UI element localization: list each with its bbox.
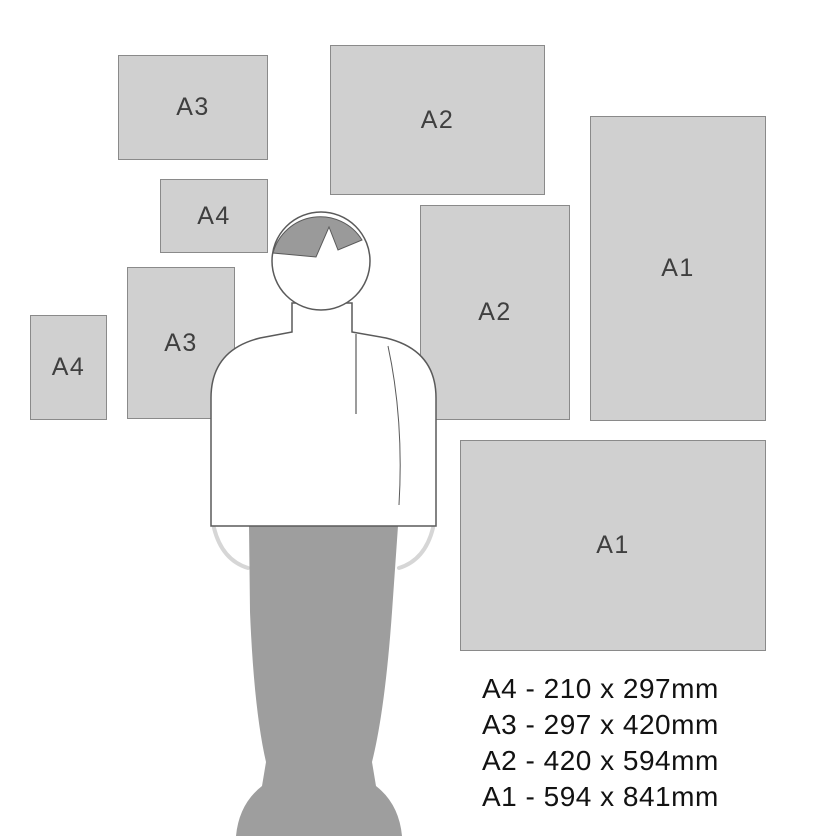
person-torso bbox=[210, 302, 437, 527]
legend-item: A3 - 297 x 420mm bbox=[482, 709, 719, 740]
legend-item: A2 - 420 x 594mm bbox=[482, 745, 719, 776]
paper-a2-portrait: A2 bbox=[420, 205, 570, 420]
person-skirt bbox=[236, 526, 402, 836]
legend: A4 - 210 x 297mm A3 - 297 x 420mm A2 - 420… bbox=[482, 671, 719, 815]
paper-a1-landscape: A1 bbox=[460, 440, 766, 651]
paper-label: A2 bbox=[478, 298, 512, 326]
paper-a2-landscape: A2 bbox=[330, 45, 545, 195]
person-head bbox=[271, 211, 371, 311]
paper-label: A3 bbox=[164, 328, 198, 357]
person-hair bbox=[272, 216, 363, 258]
paper-label: A4 bbox=[197, 201, 231, 230]
legend-item: A4 - 210 x 297mm bbox=[482, 673, 719, 704]
paper-label: A1 bbox=[596, 531, 630, 559]
hem-shadow-left bbox=[212, 526, 250, 570]
legend-item: A1 - 594 x 841mm bbox=[482, 781, 719, 812]
torso-crease-right bbox=[387, 345, 401, 506]
paper-label: A4 bbox=[51, 353, 86, 381]
paper-label: A3 bbox=[176, 93, 210, 121]
hem-shadow-right bbox=[397, 526, 435, 570]
paper-label: A1 bbox=[661, 254, 695, 282]
paper-a3-portrait: A3 bbox=[127, 267, 235, 419]
paper-a4-landscape: A4 bbox=[160, 179, 268, 253]
paper-label: A2 bbox=[420, 105, 455, 134]
paper-a4-portrait: A4 bbox=[30, 315, 107, 420]
paper-a1-portrait: A1 bbox=[590, 116, 766, 421]
paper-a3-landscape: A3 bbox=[118, 55, 268, 160]
